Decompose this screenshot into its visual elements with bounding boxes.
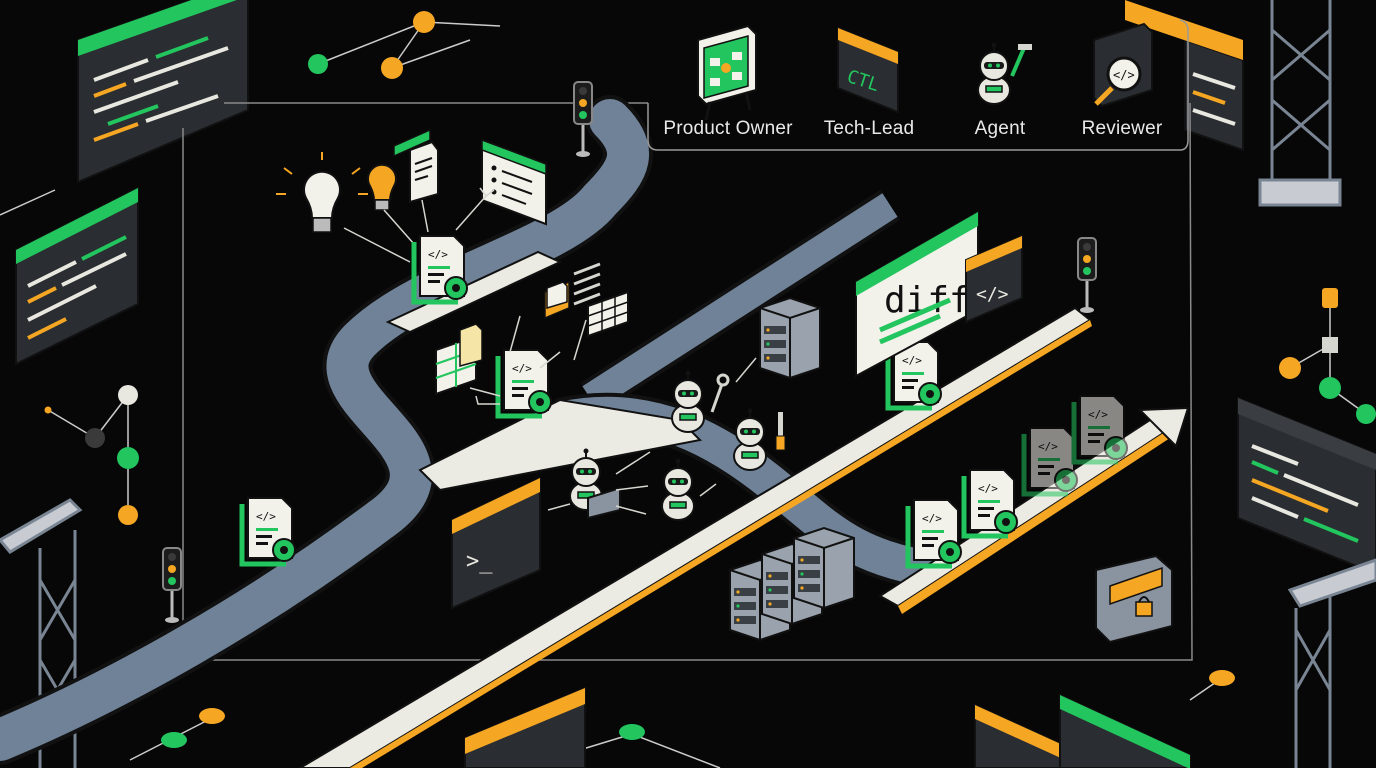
role-label-reviewer: Reviewer — [1081, 118, 1163, 139]
tech-inputs — [435, 262, 629, 405]
spec-document-icon — [1024, 428, 1077, 494]
wrench-icon — [710, 373, 730, 413]
conveyor-tracks — [0, 95, 1190, 768]
spec-document-icon — [242, 498, 295, 564]
spec-document-icon — [908, 500, 961, 566]
note-icon — [393, 128, 439, 204]
code-tag: </> — [976, 284, 1009, 305]
agent-robot-icon — [671, 369, 705, 433]
diff-label: diff — [884, 280, 971, 321]
idea-bulbs — [276, 128, 547, 263]
spec-document-icon — [964, 470, 1017, 536]
ctl-terminal-icon: CTL — [837, 26, 899, 114]
spec-document-icon — [1074, 396, 1127, 462]
traffic-light-icon — [161, 546, 183, 625]
lightbulb-icon — [276, 152, 368, 233]
screwdriver-icon — [775, 412, 786, 451]
server-icon — [793, 527, 855, 609]
locked-archive-icon — [1095, 554, 1173, 644]
background-code-windows — [15, 0, 1376, 768]
agent-robot-icon — [661, 457, 695, 521]
role-label-product-owner: Product Owner — [663, 118, 793, 139]
magnifier-code-icon: </> — [1093, 22, 1153, 108]
svg-text:</>: </> — [1113, 68, 1135, 82]
tools — [547, 357, 786, 520]
lightbulb-icon — [367, 163, 397, 211]
cream-belt-top — [385, 250, 563, 334]
robot-icon — [977, 41, 1032, 105]
traffic-light-icon — [1076, 236, 1098, 315]
checklist-board-icon — [481, 138, 547, 226]
spec-document-icon — [498, 350, 551, 416]
role-legend: CTL </> — [647, 19, 1189, 151]
traffic-light-icon — [572, 80, 594, 159]
background-network — [0, 11, 1376, 768]
terminal-window: >_ — [451, 476, 541, 610]
role-label-tech-lead: Tech-Lead — [823, 118, 915, 139]
server-icon — [759, 297, 821, 379]
agent-robot-icon — [733, 407, 767, 471]
whiteboard-icon — [697, 24, 757, 121]
spec-document-icon — [414, 236, 467, 302]
role-label-agent: Agent — [974, 118, 1026, 139]
output-arrow — [1137, 406, 1190, 448]
diff-panel: diff </> — [855, 210, 1023, 378]
terminal-prompt: >_ — [466, 549, 493, 574]
laptop-icon — [587, 486, 621, 520]
